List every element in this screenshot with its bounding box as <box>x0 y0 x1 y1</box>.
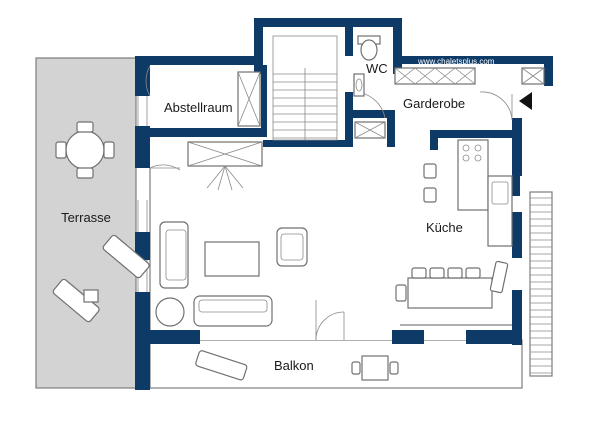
terrace-dining-set <box>55 121 115 179</box>
room-label-kueche: Küche <box>426 220 463 235</box>
room-label-terrasse: Terrasse <box>61 210 111 225</box>
abstellraum-cabinets <box>237 71 261 127</box>
walls <box>135 18 553 390</box>
wardrobe-cross <box>414 67 436 85</box>
ceiling-light-icon <box>187 141 263 191</box>
living-room-furniture <box>155 221 308 327</box>
wc-fixtures <box>353 35 381 97</box>
outside-staircase <box>529 191 553 377</box>
main-staircase <box>272 35 338 141</box>
terrace-area <box>35 57 137 389</box>
watermark-text: www.chaletsplus.com <box>417 57 495 66</box>
terrace-sun-loungers <box>52 234 150 323</box>
entrance-arrow-icon <box>519 92 532 110</box>
kitchen-dining-table <box>395 260 509 309</box>
kitchen-counters <box>423 139 513 247</box>
room-label-wc: WC <box>366 61 388 76</box>
balcony-furniture <box>195 350 399 381</box>
wardrobe-cross <box>394 67 416 85</box>
wardrobe-cross <box>454 67 476 85</box>
room-label-garderobe: Garderobe <box>403 96 465 111</box>
room-label-abstellraum: Abstellraum <box>164 100 233 115</box>
garderobe-wardrobe <box>354 67 545 139</box>
wardrobe-cross <box>434 67 456 85</box>
room-label-balkon: Balkon <box>274 358 314 373</box>
